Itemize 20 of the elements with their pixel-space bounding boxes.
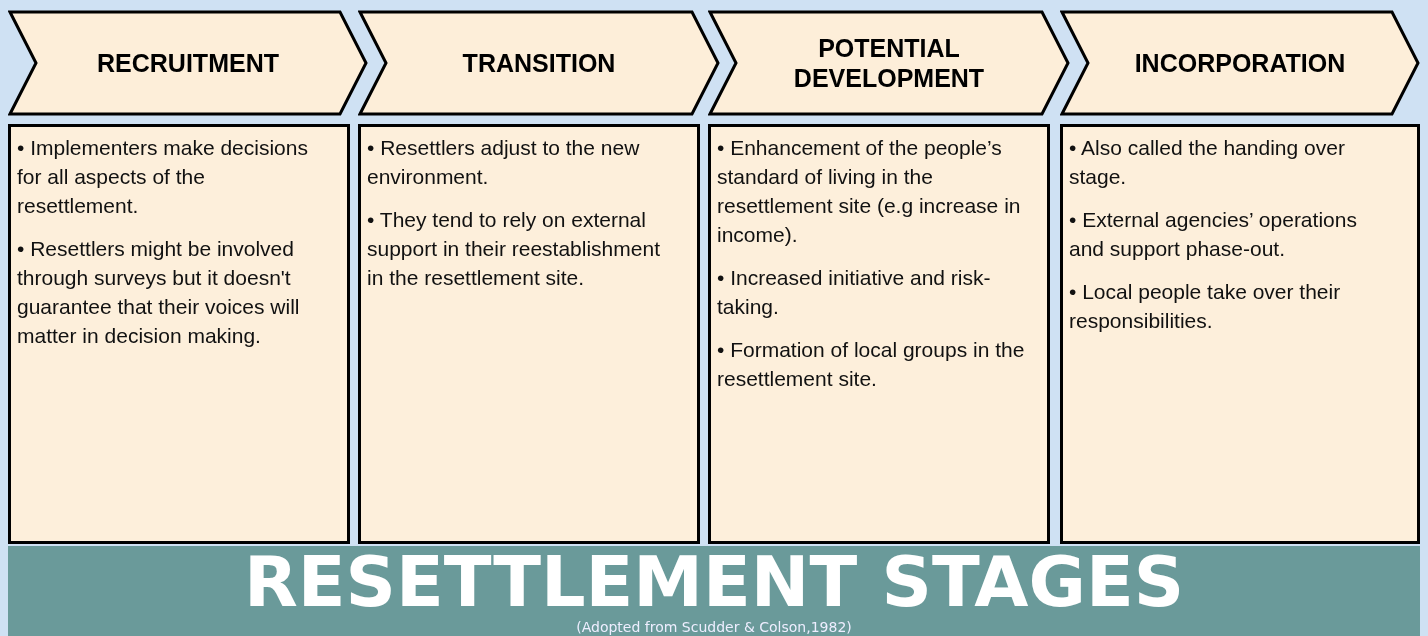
bullet-point: • Implementers make decisions for all aspects of the resettlement. — [17, 135, 309, 219]
bullet-point: • Enhancement of the people’s standard of living in the resettlement site (e.g increase in income). — [717, 135, 1022, 248]
stage-description-box — [358, 124, 700, 544]
stage-description-box — [708, 124, 1050, 544]
bullet-point: • Resettlers adjust to the new environment. — [367, 135, 641, 190]
stage-description-box — [8, 124, 350, 544]
bullet-point: • Also called the handing over stage. — [1069, 135, 1346, 190]
stage-heading: TRANSITION — [461, 48, 617, 78]
bullet-point: • Formation of local groups in the resettlement site. — [717, 337, 1026, 392]
stage-heading: RECRUITMENT — [96, 48, 280, 78]
bullet-point: • They tend to rely on external support in their reestablishment in the resettlement site. — [367, 207, 661, 291]
bullet-point: • Resettlers might be involved through surveys but it doesn't guarantee that their voices will matter in decision making. — [17, 236, 301, 349]
bullet-point: • Local people take over their responsibilities. — [1069, 279, 1342, 334]
stage-heading: POTENTIAL DEVELOPMENT — [792, 33, 986, 93]
bullet-point: • Increased initiative and risk-taking. — [717, 265, 992, 320]
caption: (Adopted from Scudder & Colson,1982) — [575, 619, 853, 635]
stage-heading: INCORPORATION — [1133, 48, 1347, 78]
title: RESETTLEMENT STAGES — [242, 542, 1186, 622]
stage-description-box — [1060, 124, 1420, 544]
bullet-point: • External agencies’ operations and support phase-out. — [1069, 207, 1358, 262]
